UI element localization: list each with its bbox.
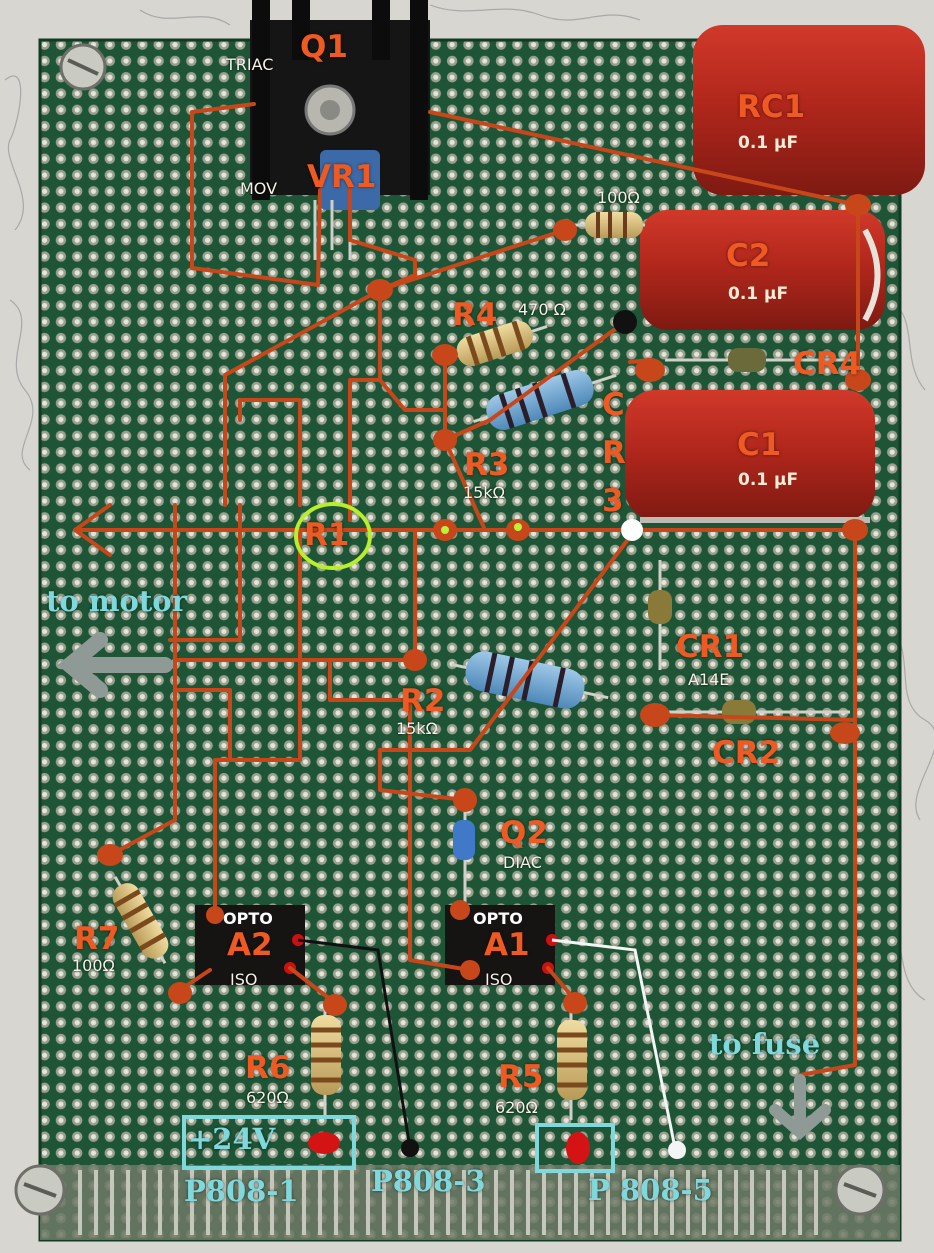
resistor-r7 [112, 875, 169, 965]
label-p808-5: 808-5 [620, 1173, 713, 1207]
resistor-100-top [565, 212, 645, 238]
label-100-ohm-top: 100Ω [597, 188, 640, 207]
label-p808-5-p: P [588, 1173, 610, 1207]
label-cr3-c: C [602, 387, 625, 423]
label-c2-value: 0.1 µF [728, 284, 789, 304]
label-r5-value: 620Ω [495, 1098, 538, 1117]
label-a1-iso: ISO [485, 970, 513, 989]
diode-cr4 [665, 348, 855, 372]
label-r6-value: 620Ω [246, 1088, 289, 1107]
capacitor-c1 [625, 390, 875, 523]
label-r3-value: 15kΩ [463, 483, 505, 502]
label-r4: R4 [452, 297, 498, 333]
label-p808-1: P808-1 [184, 1174, 299, 1208]
label-a2: A2 [227, 927, 273, 963]
traces [73, 102, 860, 1077]
label-plus24v: +24V [188, 1122, 276, 1156]
label-cr3-r: R [602, 435, 626, 471]
label-c2: C2 [726, 238, 771, 274]
plus24v-box [182, 1115, 356, 1170]
label-cr3-3: 3 [602, 483, 624, 519]
resistor-r3 [472, 370, 617, 430]
label-r2: R2 [400, 683, 446, 719]
label-rc1: RC1 [737, 89, 806, 125]
diode-cr1 [648, 560, 672, 670]
resistor-r4 [441, 320, 548, 367]
heatsink [250, 0, 430, 260]
label-a1-opto: OPTO [473, 909, 523, 928]
label-c1: C1 [737, 427, 782, 463]
capacitor-rc1 [693, 25, 925, 195]
diac-q2 [453, 800, 475, 910]
arrow-left-icon [57, 632, 173, 698]
label-r7-value: 100Ω [72, 956, 115, 975]
label-q2: Q2 [500, 815, 548, 851]
label-r4-value: 470 Ω [518, 300, 566, 319]
label-rc1-value: 0.1 µF [738, 133, 799, 153]
label-a1: A1 [484, 927, 530, 963]
label-a2-opto: OPTO [223, 909, 273, 928]
label-p808-3: P808-3 [371, 1164, 486, 1198]
label-r6: R6 [245, 1050, 291, 1086]
label-to-motor: to motor [46, 584, 187, 618]
label-diac: DIAC [503, 853, 542, 872]
label-vr1: VR1 [307, 159, 377, 195]
label-r2-value: 15kΩ [396, 719, 438, 738]
label-r5: R5 [498, 1059, 544, 1095]
label-cr2: CR2 [712, 735, 781, 771]
label-a2-iso: ISO [230, 970, 258, 989]
label-triac: TRIAC [226, 55, 274, 74]
resistor-r6 [311, 1005, 341, 1115]
label-cr1-part: A14E [688, 670, 730, 689]
label-to-fuse: to fuse [709, 1027, 821, 1061]
label-c1-value: 0.1 µF [738, 470, 799, 490]
label-r3: R3 [464, 447, 510, 483]
label-cr4: CR4 [793, 346, 862, 382]
capacitor-c2 [640, 210, 885, 330]
label-r7: R7 [74, 921, 120, 957]
label-r1: R1 [304, 517, 350, 553]
label-q1: Q1 [300, 29, 348, 65]
p808-5-box [535, 1123, 615, 1173]
screw-icon [14, 43, 886, 1216]
solder-pads [97, 194, 871, 1016]
arrow-down-icon [769, 1074, 831, 1140]
label-cr1: CR1 [676, 629, 745, 665]
resistor-r5 [557, 1010, 587, 1120]
r1-highlight-ring [294, 502, 372, 570]
label-mov: MOV [240, 179, 278, 198]
